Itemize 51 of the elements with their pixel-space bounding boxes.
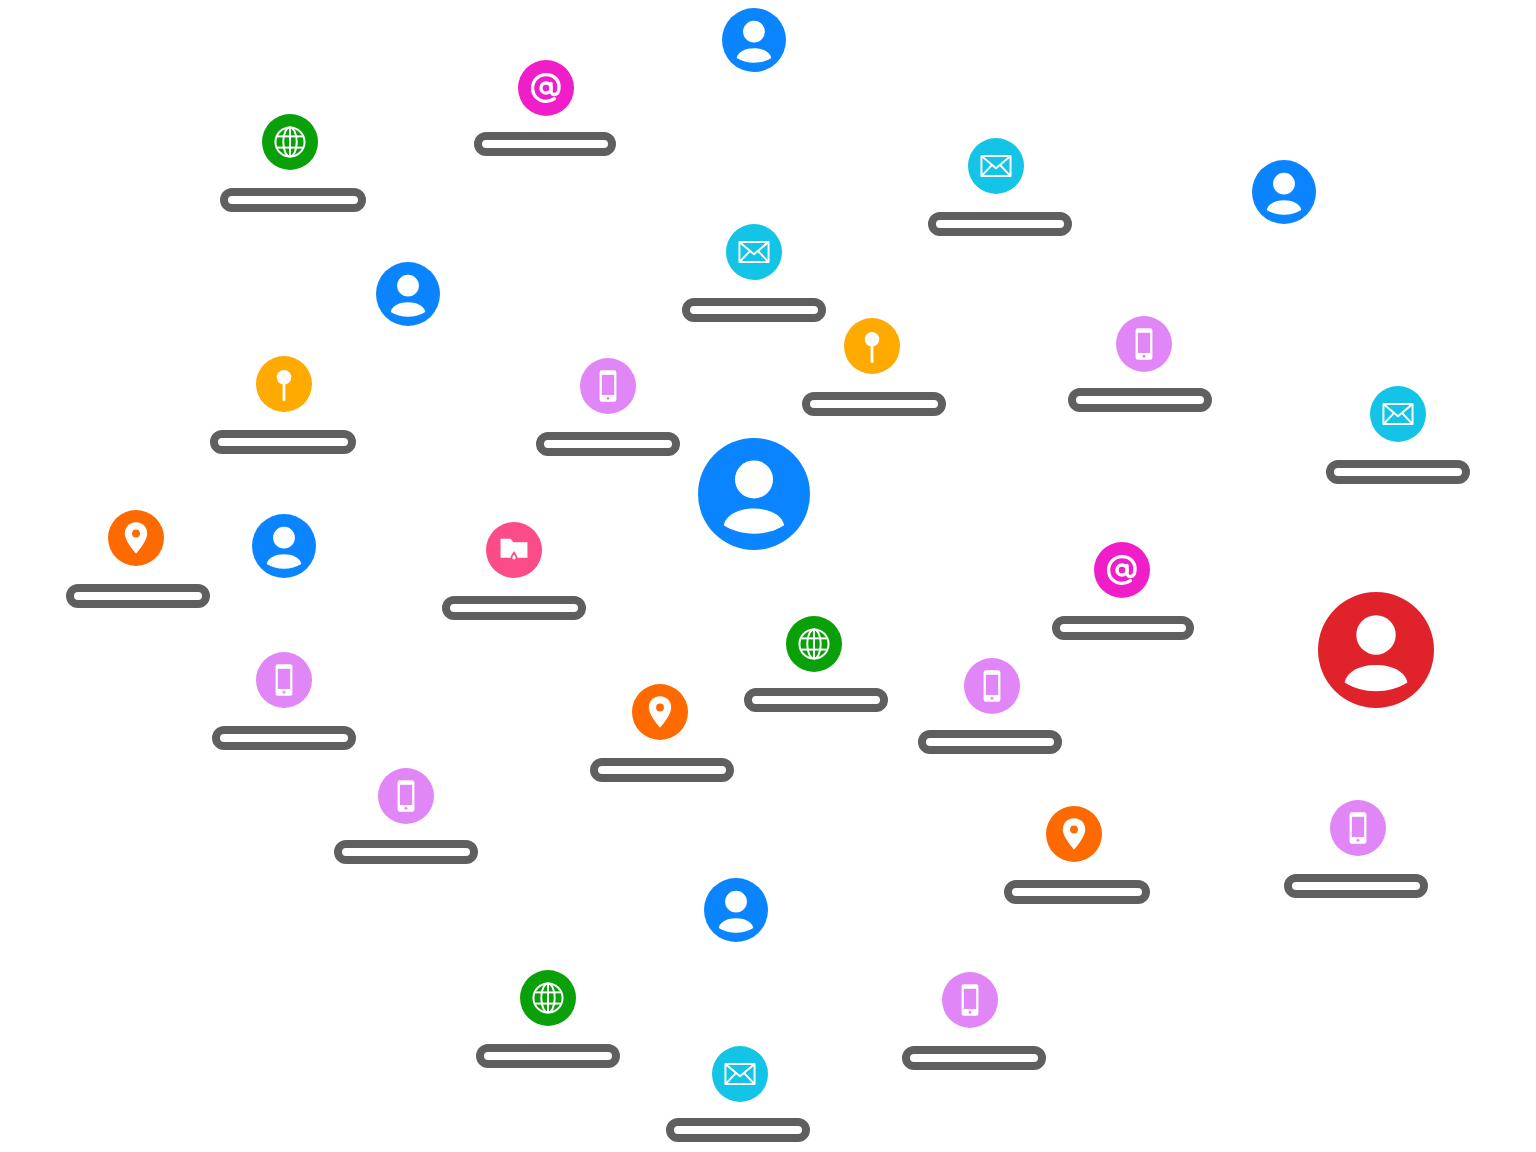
folder-icon [486, 522, 542, 578]
smartphone-icon [1330, 800, 1386, 856]
smartphone-icon [964, 658, 1020, 714]
person-icon [1252, 160, 1316, 224]
envelope-icon [1370, 386, 1426, 442]
placeholder-bar [918, 730, 1062, 754]
envelope-icon [726, 224, 782, 280]
placeholder-bar [802, 392, 946, 416]
placeholder-bar [474, 132, 616, 156]
smartphone-icon [378, 768, 434, 824]
placeholder-bar [536, 432, 680, 456]
globe-icon [520, 970, 576, 1026]
placeholder-bar [210, 430, 356, 454]
placeholder-bar [442, 596, 586, 620]
pushpin-icon [844, 318, 900, 374]
smartphone-icon [1116, 316, 1172, 372]
placeholder-bar [212, 726, 356, 750]
envelope-icon [712, 1046, 768, 1102]
placeholder-bar [220, 188, 366, 212]
placeholder-bar [66, 584, 210, 608]
placeholder-bar [1052, 616, 1194, 640]
globe-icon [262, 114, 318, 170]
smartphone-icon [942, 972, 998, 1028]
person-icon [376, 262, 440, 326]
placeholder-bar [1284, 874, 1428, 898]
person-icon [252, 514, 316, 578]
placeholder-bar [334, 840, 478, 864]
at-sign-icon [1094, 542, 1150, 598]
envelope-icon [968, 138, 1024, 194]
placeholder-bar [1326, 460, 1470, 484]
person-icon [1318, 592, 1434, 708]
placeholder-bar [666, 1118, 810, 1142]
person-icon [722, 8, 786, 72]
smartphone-icon [256, 652, 312, 708]
at-sign-icon [518, 60, 574, 116]
placeholder-bar [1004, 880, 1150, 904]
location-pin-icon [1046, 806, 1102, 862]
placeholder-bar [928, 212, 1072, 236]
smartphone-icon [580, 358, 636, 414]
globe-icon [786, 616, 842, 672]
location-pin-icon [632, 684, 688, 740]
location-pin-icon [108, 510, 164, 566]
placeholder-bar [476, 1044, 620, 1068]
placeholder-bar [744, 688, 888, 712]
placeholder-bar [902, 1046, 1046, 1070]
person-icon [704, 878, 768, 942]
person-icon [698, 438, 810, 550]
placeholder-bar [1068, 388, 1212, 412]
placeholder-bar [590, 758, 734, 782]
placeholder-bar [682, 298, 826, 322]
pushpin-icon [256, 356, 312, 412]
